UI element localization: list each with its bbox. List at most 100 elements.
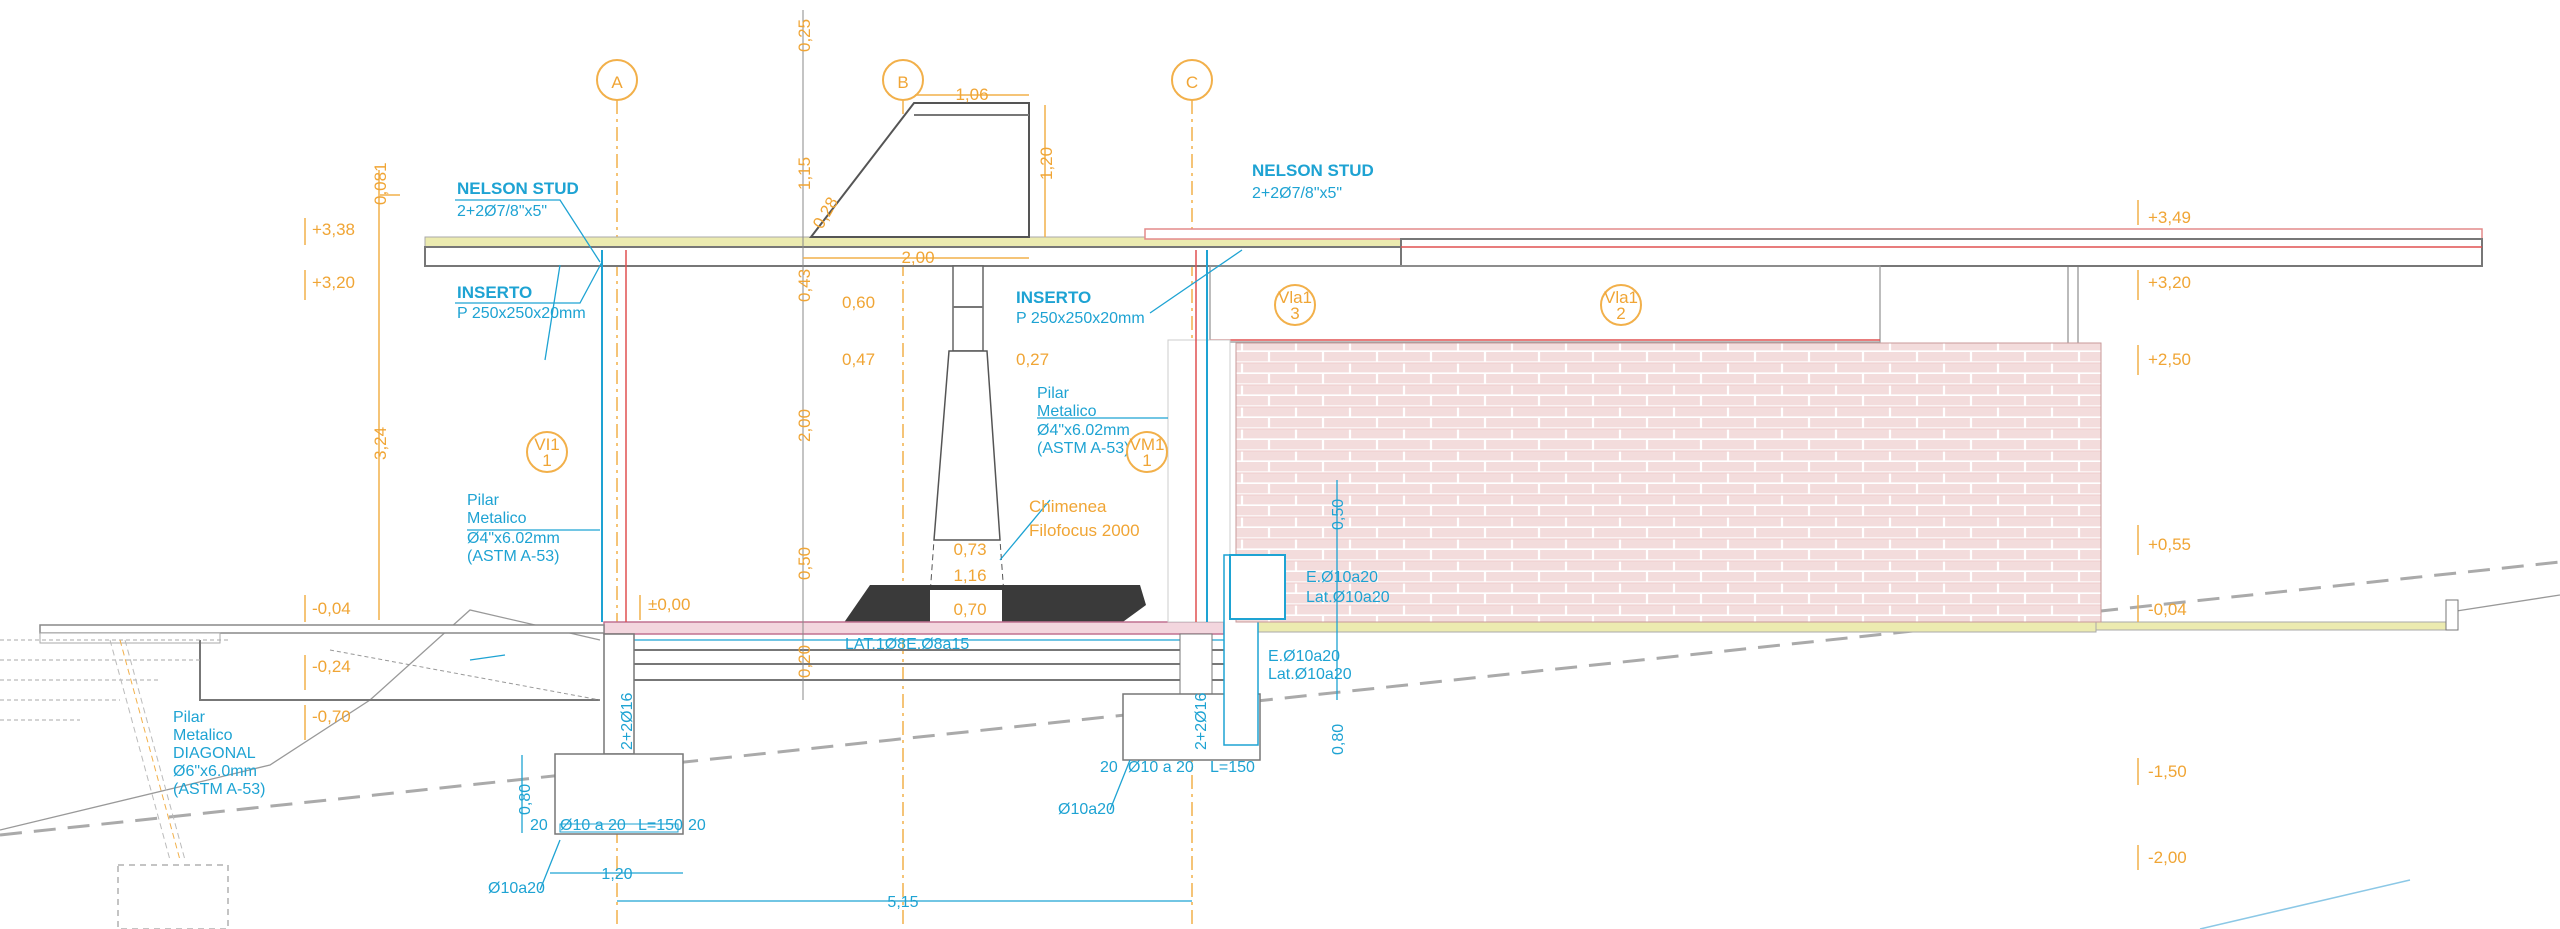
annotation-nelson-stud-right: NELSON STUD 2+2Ø7/8"x5" [1252, 161, 1374, 202]
left-terrace [0, 624, 605, 929]
level-marker: -2,00 [2148, 848, 2187, 867]
svg-text:0,50: 0,50 [795, 547, 814, 580]
tag-vla1-3: Vla1 3 [1274, 284, 1316, 326]
level-marker: -0,04 [312, 599, 351, 618]
annotation-pilar-left: Pilar Metalico Ø4"x6.02mm (ASTM A-53) [467, 492, 600, 565]
svg-text:Lat.Ø10a20: Lat.Ø10a20 [1268, 666, 1352, 683]
svg-text:Ø4"x6.02mm: Ø4"x6.02mm [1037, 422, 1130, 439]
svg-text:3: 3 [1290, 304, 1299, 323]
ground-right [2449, 594, 2560, 613]
svg-text:2+2Ø7/8"x5": 2+2Ø7/8"x5" [1252, 185, 1342, 202]
svg-text:Ø10 a 20: Ø10 a 20 [560, 817, 626, 834]
svg-text:(ASTM A-53): (ASTM A-53) [467, 548, 559, 565]
svg-text:0,25: 0,25 [795, 19, 814, 52]
svg-text:E.Ø10a20: E.Ø10a20 [1306, 569, 1378, 586]
svg-text:Pilar: Pilar [173, 709, 206, 726]
tag-vla1-2: Vla1 2 [1600, 284, 1642, 326]
level-marker: +3,49 [2148, 208, 2191, 227]
svg-text:0,43: 0,43 [795, 269, 814, 302]
svg-text:Metalico: Metalico [1037, 403, 1097, 420]
svg-text:Filofocus 2000: Filofocus 2000 [1029, 521, 1140, 540]
level-marker: -0,70 [312, 707, 351, 726]
svg-text:VI1: VI1 [534, 435, 560, 454]
svg-text:Ø10a20: Ø10a20 [488, 880, 545, 897]
svg-text:Metalico: Metalico [467, 510, 527, 527]
annotation-slab-rebar: LAT.1Ø8E.Ø8a15 [845, 636, 969, 653]
column-a [554, 250, 684, 835]
svg-text:Ø10 a 20: Ø10 a 20 [1128, 759, 1194, 776]
tag-vm1: VM1 1 [1126, 431, 1168, 473]
svg-text:0,47: 0,47 [842, 350, 875, 369]
svg-text:C: C [1186, 73, 1198, 92]
svg-text:Vla1: Vla1 [1278, 288, 1312, 307]
annotation-chimenea: Chimenea Filofocus 2000 [1029, 497, 1140, 540]
dimension-texts: 0,081 3,24 0,25 1,15 0,28 0,43 2,00 0,50… [371, 19, 1347, 755]
svg-text:(ASTM A-53): (ASTM A-53) [1037, 440, 1129, 457]
svg-text:0,73: 0,73 [953, 540, 986, 559]
annotation-inserto-left: INSERTO P 250x250x20mm [455, 261, 603, 322]
svg-text:20: 20 [530, 817, 548, 834]
svg-text:2,00: 2,00 [795, 409, 814, 442]
svg-text:(ASTM A-53): (ASTM A-53) [173, 781, 265, 798]
column-c [1122, 250, 1261, 761]
level-marker: +3,20 [2148, 273, 2191, 292]
svg-text:2+2Ø7/8"x5": 2+2Ø7/8"x5" [457, 203, 547, 220]
level-marker: ±0,00 [648, 595, 690, 614]
level-marker: -1,50 [2148, 762, 2187, 781]
level-marker: -0,04 [2148, 600, 2187, 619]
svg-text:20: 20 [1100, 759, 1118, 776]
svg-text:0,80: 0,80 [1330, 724, 1347, 755]
svg-text:INSERTO: INSERTO [457, 283, 532, 302]
annotation-pilar-diagonal: Pilar Metalico DIAGONAL Ø6"x6.0mm (ASTM … [173, 709, 265, 798]
annotation-nelson-stud-left: NELSON STUD 2+2Ø7/8"x5" [455, 179, 601, 263]
svg-text:L=150: L=150 [1210, 759, 1255, 776]
levels-left: +3,38 +3,20 -0,04 ±0,00 -0,24 -0,70 [304, 218, 690, 740]
svg-text:20: 20 [688, 817, 706, 834]
svg-text:Lat.Ø10a20: Lat.Ø10a20 [1306, 589, 1390, 606]
level-marker: +2,50 [2148, 350, 2191, 369]
footing-c-labels: 20 Ø10 a 20 L=150 Ø10a20 [1058, 759, 1255, 818]
svg-text:NELSON STUD: NELSON STUD [1252, 161, 1374, 180]
svg-text:2,00: 2,00 [901, 248, 934, 267]
levels-right: +3,49 +3,20 +2,50 +0,55 -0,04 -1,50 -2,0… [2137, 200, 2191, 870]
svg-text:P 250x250x20mm: P 250x250x20mm [457, 305, 586, 322]
chimney [808, 102, 1146, 624]
beam-stirrups [1229, 554, 1286, 620]
annotation-bar-c: 2+2Ø16 [1193, 693, 1210, 750]
svg-text:1,20: 1,20 [1037, 147, 1056, 180]
svg-text:0,081: 0,081 [371, 162, 390, 205]
svg-text:Ø6"x6.0mm: Ø6"x6.0mm [173, 763, 257, 780]
svg-text:Ø10a20: Ø10a20 [1058, 801, 1115, 818]
svg-text:B: B [897, 73, 908, 92]
svg-text:0,70: 0,70 [953, 600, 986, 619]
annotation-pilar-right: Pilar Metalico Ø4"x6.02mm (ASTM A-53) [1037, 385, 1168, 457]
svg-text:E.Ø10a20: E.Ø10a20 [1268, 648, 1340, 665]
svg-text:0,60: 0,60 [842, 293, 875, 312]
svg-text:Pilar: Pilar [467, 492, 500, 509]
annotation-bar-a: 2+2Ø16 [619, 693, 636, 750]
svg-text:Pilar: Pilar [1037, 385, 1070, 402]
svg-text:DIAGONAL: DIAGONAL [173, 745, 256, 762]
ground-lower-line [2199, 879, 2411, 929]
svg-text:A: A [611, 73, 623, 92]
span-dimension: 5,15 [887, 894, 918, 911]
svg-text:Chimenea: Chimenea [1029, 497, 1107, 516]
tag-vi1: VI1 1 [526, 431, 568, 473]
ground-slope-line [0, 560, 2560, 837]
level-marker: +3,38 [312, 220, 355, 239]
svg-text:2: 2 [1616, 304, 1625, 323]
svg-text:0,80: 0,80 [517, 784, 534, 815]
svg-text:0,27: 0,27 [1016, 350, 1049, 369]
level-marker: -0,24 [312, 657, 351, 676]
svg-text:1: 1 [1142, 451, 1151, 470]
svg-text:1,15: 1,15 [795, 157, 814, 190]
svg-text:1,20: 1,20 [601, 866, 632, 883]
dimension-lines [378, 10, 1338, 902]
svg-text:0,50: 0,50 [1330, 499, 1347, 530]
svg-text:INSERTO: INSERTO [1016, 288, 1091, 307]
level-marker: +0,55 [2148, 535, 2191, 554]
svg-text:NELSON STUD: NELSON STUD [457, 179, 579, 198]
annotation-inserto-right: INSERTO P 250x250x20mm [1016, 288, 1145, 327]
svg-text:0,20: 0,20 [795, 645, 814, 678]
